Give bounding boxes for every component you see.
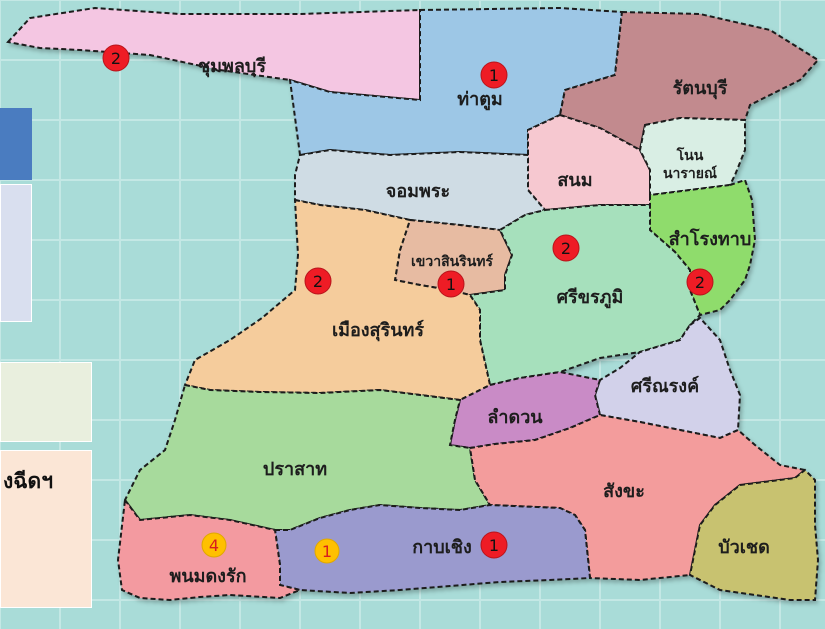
district-label-chom-phra: จอมพระ: [386, 181, 450, 202]
case-marker-kap-choeng[interactable]: 1: [314, 538, 340, 564]
district-label-buachet: บัวเชด: [718, 537, 770, 558]
marker-count: 2: [313, 272, 323, 291]
case-marker-sikhoraphum[interactable]: 2: [552, 234, 580, 262]
side-panel-note: งฉีดฯ: [0, 450, 92, 608]
marker-count: 2: [111, 49, 121, 68]
district-label-chumphon-buri: ชุมพลบุรี: [198, 56, 266, 78]
district-samrong-thap[interactable]: [649, 178, 757, 317]
district-buachet[interactable]: [688, 468, 820, 601]
marker-circle: [686, 268, 714, 296]
district-kap-choeng[interactable]: [273, 503, 592, 595]
district-label-sangkha: สังขะ: [603, 481, 645, 502]
district-label-lamduan: ลำดวน: [487, 407, 543, 428]
case-marker-phanom-dong-rak[interactable]: 4: [201, 532, 227, 558]
marker-count: 2: [561, 239, 571, 258]
district-label-sikhoraphum: ศรีขรภูมิ: [557, 287, 624, 309]
district-label-si-narong: ศรีณรงค์: [631, 375, 699, 397]
case-marker-mueang-surin[interactable]: 2: [304, 267, 332, 295]
district-label-samrong-thap: สำโรงทาบ: [669, 228, 752, 250]
marker-circle: [102, 44, 130, 72]
district-chumphon-buri[interactable]: [6, 6, 421, 102]
case-marker-khao-sinarin[interactable]: 1: [437, 270, 465, 298]
marker-count: 2: [695, 273, 705, 292]
marker-circle: [201, 532, 227, 558]
marker-count: 4: [209, 536, 219, 555]
case-marker-chumphon-buri[interactable]: 2: [102, 44, 130, 72]
case-marker-kap-choeng[interactable]: 1: [480, 531, 508, 559]
district-chom-phra[interactable]: [294, 148, 547, 232]
marker-circle: [304, 267, 332, 295]
district-mueang-surin[interactable]: [183, 198, 492, 402]
district-label-prasat: ปราสาท: [263, 459, 327, 480]
marker-count: 1: [322, 542, 332, 561]
marker-count: 1: [489, 536, 499, 555]
district-lamduan[interactable]: [448, 370, 602, 450]
district-sikhoraphum[interactable]: [468, 204, 702, 387]
case-marker-samrong-thap[interactable]: 2: [686, 268, 714, 296]
marker-circle: [552, 234, 580, 262]
side-panel-note-text: งฉีดฯ: [3, 469, 53, 493]
district-label-kap-choeng: กาบเชิง: [412, 537, 472, 558]
district-label-khao-sinarin: เขวาสินรินทร์: [411, 253, 494, 270]
marker-circle: [437, 270, 465, 298]
side-panel-body: [0, 184, 32, 322]
marker-circle: [480, 61, 508, 89]
side-panel-header: [0, 108, 32, 180]
marker-circle: [480, 531, 508, 559]
district-label-sanom: สนม: [557, 170, 592, 191]
case-marker-tha-tum[interactable]: 1: [480, 61, 508, 89]
marker-circle: [314, 538, 340, 564]
marker-count: 1: [489, 66, 499, 85]
district-label-phanom-dong-rak: พนมดงรัก: [169, 566, 246, 587]
district-label-rattanaburi: รัตนบุรี: [673, 78, 728, 100]
side-panel-light: [0, 362, 92, 442]
district-label-non-narai: โนนนารายณ์: [663, 146, 717, 182]
district-non-narai[interactable]: [638, 116, 746, 197]
marker-count: 1: [446, 275, 456, 294]
district-label-mueang-surin: เมืองสุรินทร์: [332, 319, 424, 342]
district-label-tha-tum: ท่าตูม: [457, 89, 503, 111]
